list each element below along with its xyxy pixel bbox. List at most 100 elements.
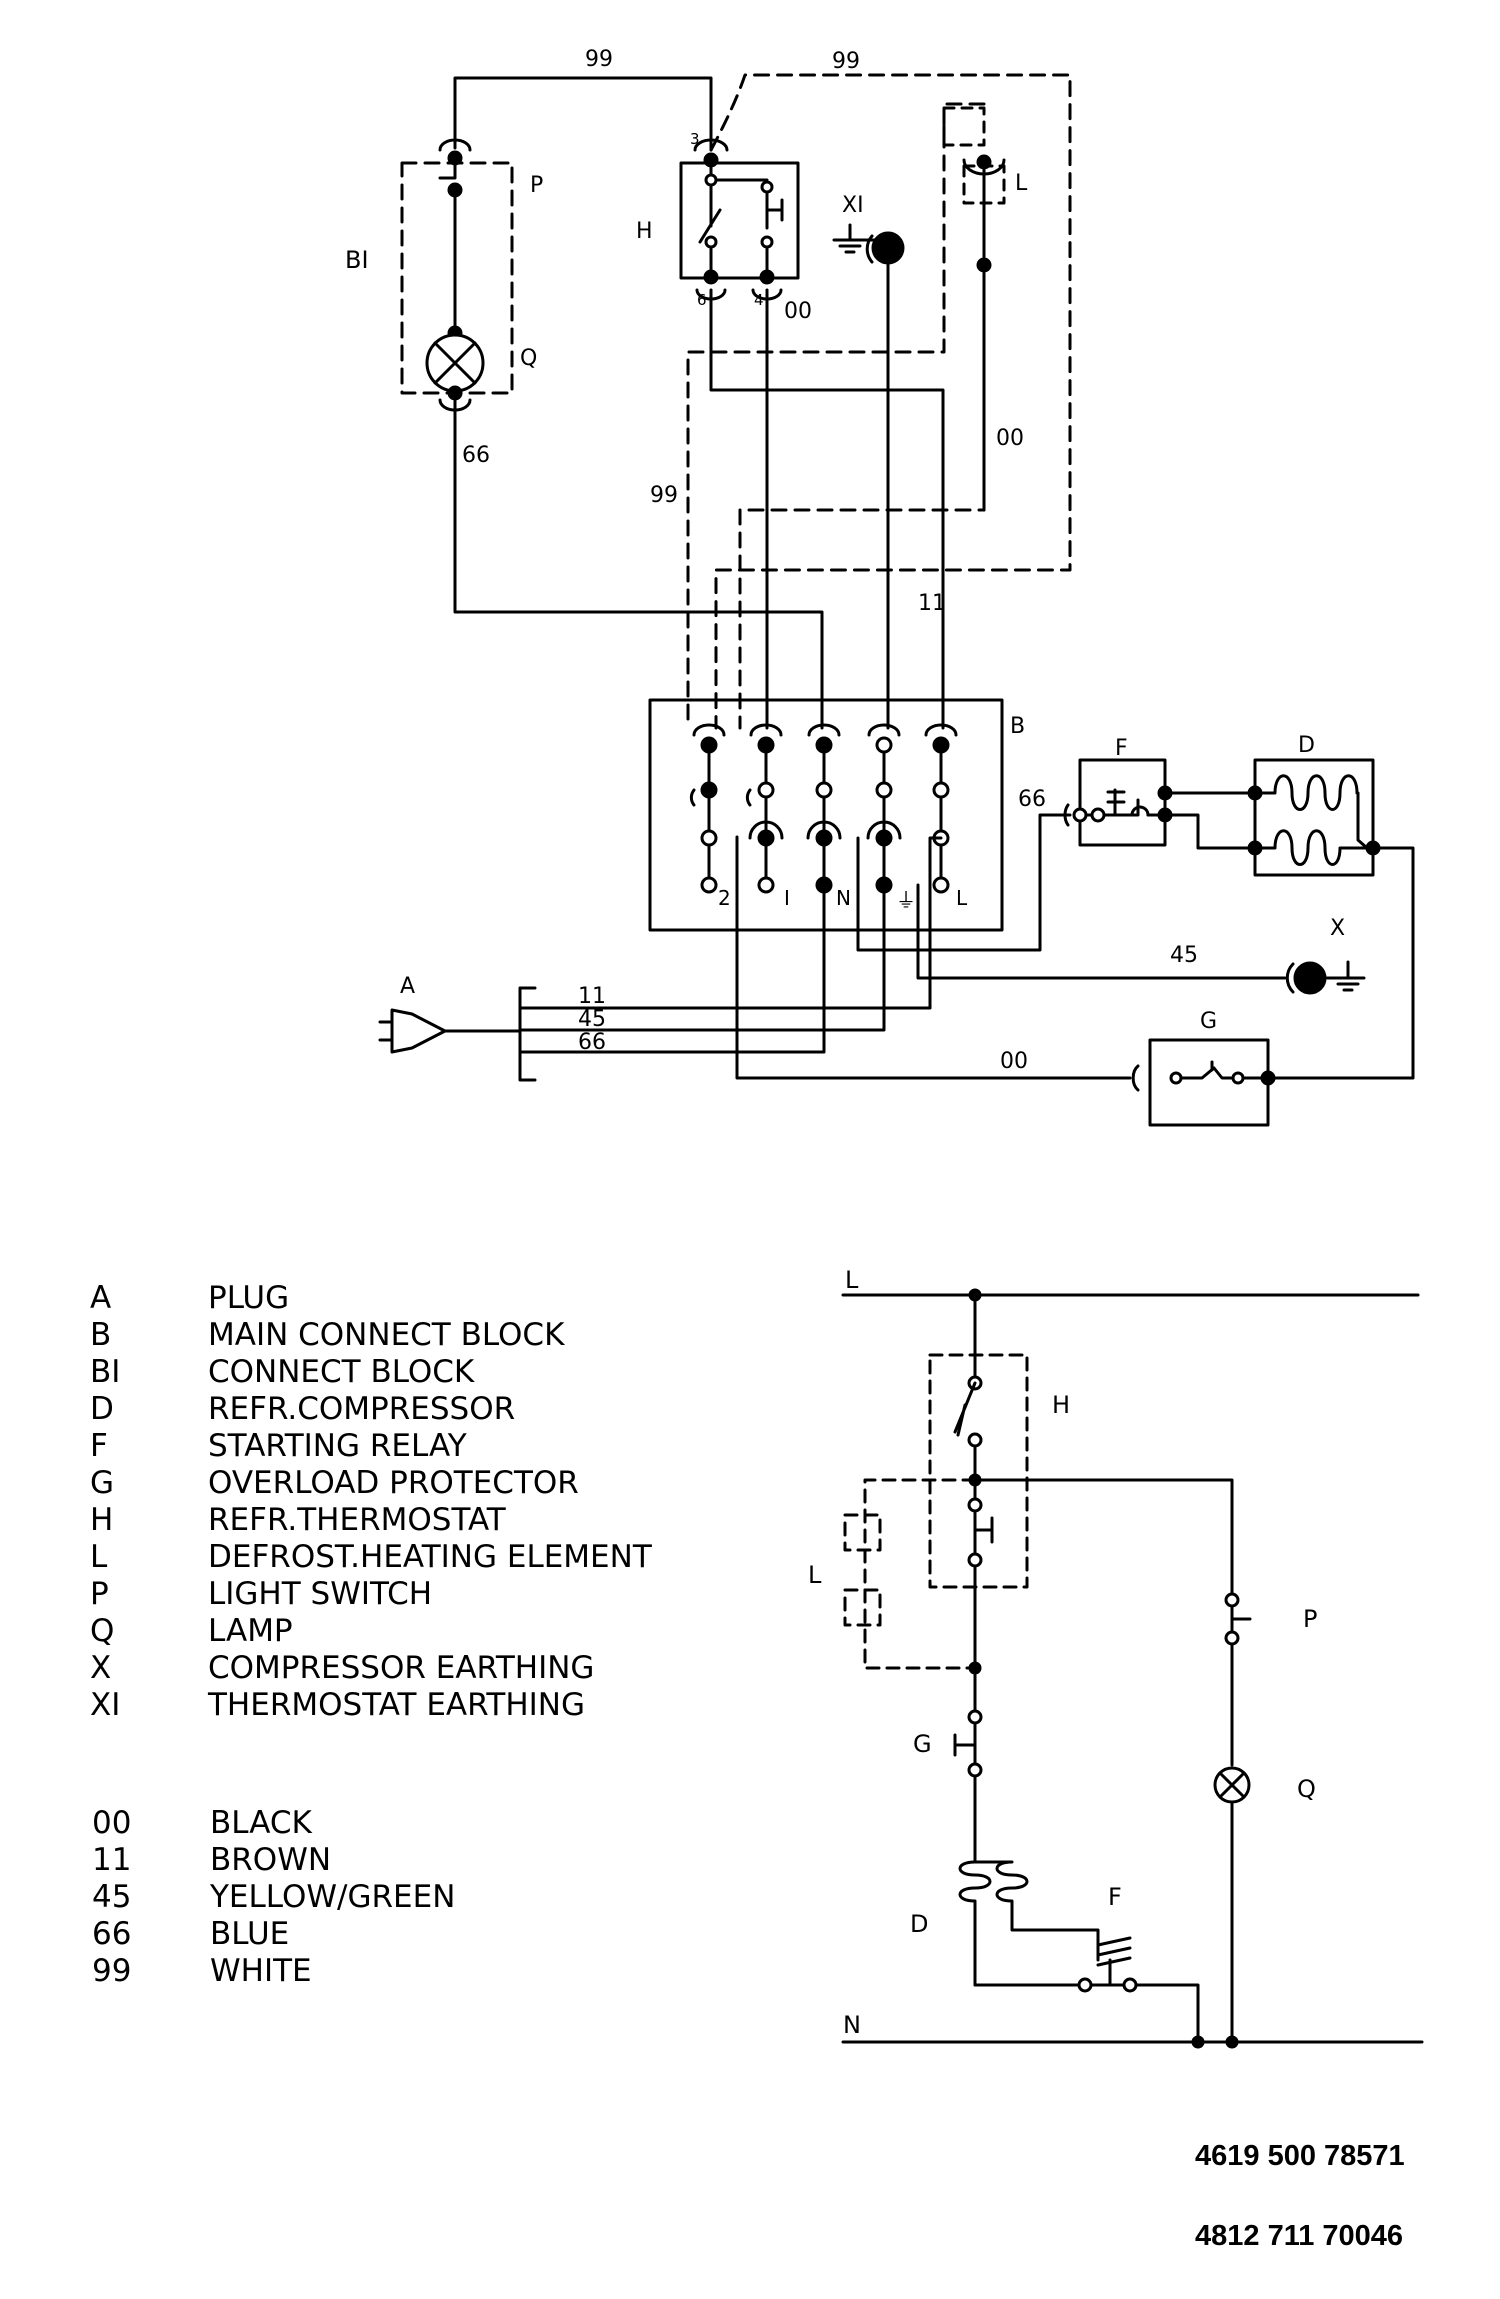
legend-desc: STARTING RELAY [208, 1428, 467, 1464]
block-terminal-earth: ⏚ [896, 888, 916, 912]
legend-row: 99 WHITE [92, 1953, 455, 1990]
block-terminal-n: N [836, 886, 851, 910]
schem-label-g: G [913, 1730, 932, 1758]
wire-code-00-h4: 00 [784, 299, 812, 324]
thermostat-earth-xi [832, 223, 905, 265]
block-col-1 [745, 723, 784, 894]
wire-66-lamp [453, 398, 824, 730]
legend-code: B [90, 1317, 112, 1353]
wire-code-00-g: 00 [1000, 1049, 1028, 1074]
legend-code: L [90, 1539, 108, 1575]
wire-code-99-left: 99 [650, 483, 678, 508]
legend-code: 99 [92, 1953, 132, 1989]
label-l: L [1015, 171, 1028, 196]
schem-label-l: L [808, 1561, 822, 1589]
legend-desc: LAMP [208, 1613, 293, 1649]
legend-row: Q LAMP [90, 1613, 652, 1650]
legend-desc: MAIN CONNECT BLOCK [208, 1317, 565, 1353]
block-col-earth [866, 723, 902, 894]
legend-desc: DEFROST.HEATING ELEMENT [208, 1539, 652, 1575]
legend-code: 66 [92, 1916, 132, 1952]
label-q: Q [520, 346, 537, 371]
label-d: D [1298, 733, 1315, 758]
legend-desc: YELLOW/GREEN [210, 1879, 456, 1915]
legend-row: D REFR.COMPRESSOR [90, 1391, 652, 1428]
wiring-section: BI P Q H XI L B F D X A G 99 99 66 00 00… [345, 47, 1415, 1127]
legend-row: 66 BLUE [92, 1916, 455, 1953]
legend-desc: REFR.COMPRESSOR [208, 1391, 516, 1427]
legend-code: 11 [92, 1842, 132, 1878]
defrost-heater-l [942, 106, 1006, 273]
cable-code-11: 11 [578, 984, 606, 1009]
block-terminal-2: 2 [718, 886, 731, 910]
schem-l-heater [843, 1478, 977, 1670]
legend-row: 00 BLACK [92, 1805, 455, 1842]
legend-desc: OVERLOAD PROTECTOR [208, 1465, 579, 1501]
legend-desc: BLACK [210, 1805, 312, 1841]
legend-desc: BLUE [210, 1916, 290, 1952]
label-h: H [636, 219, 653, 244]
label-bi: BI [345, 246, 369, 274]
wire-45-x [916, 883, 1287, 980]
wire-code-11-right: 11 [918, 591, 946, 616]
h-terminal-3: 3 [690, 130, 700, 148]
wire-code-45-x: 45 [1170, 943, 1198, 968]
label-g: G [1200, 1009, 1217, 1034]
cable-code-45: 45 [578, 1007, 606, 1032]
schem-label-q: Q [1297, 1775, 1316, 1803]
plug-a [378, 986, 537, 1082]
wire-code-66-lamp: 66 [462, 443, 490, 468]
h-terminal-4: 4 [754, 291, 764, 309]
schem-h-box [928, 1353, 1029, 1589]
wire-h6 [709, 288, 945, 730]
legend-desc: BROWN [210, 1842, 332, 1878]
schem-d-start [973, 1860, 1100, 1962]
connect-block-bi [400, 138, 514, 412]
legend-row: 11 BROWN [92, 1842, 455, 1879]
label-b: B [1010, 714, 1025, 739]
label-p: P [530, 173, 543, 198]
wire-66-f [856, 813, 1072, 952]
legend-desc: REFR.THERMOSTAT [208, 1502, 506, 1538]
schem-label-f: F [1108, 1883, 1122, 1911]
legend-code: XI [90, 1687, 121, 1723]
schem-label-line-n: N [843, 2011, 861, 2039]
wire-11-plug [518, 836, 943, 1010]
legend-code: D [90, 1391, 114, 1427]
dashed-wires [686, 73, 1072, 730]
legend-code: P [90, 1576, 109, 1612]
legend-code: BI [90, 1354, 121, 1390]
compressor-earth-x [1285, 960, 1366, 995]
schem-d-run [958, 1860, 1112, 1987]
legend-code: Q [90, 1613, 115, 1649]
legend-code: A [90, 1280, 112, 1316]
legend-row: L DEFROST.HEATING ELEMENT [90, 1539, 652, 1576]
legend-code: 00 [92, 1805, 132, 1841]
h-terminal-6: 6 [697, 291, 707, 309]
wire-45-plug [518, 890, 886, 1032]
main-connect-block-b [648, 698, 1004, 932]
legend-desc: LIGHT SWITCH [208, 1576, 433, 1612]
block-terminal-l: L [956, 886, 968, 910]
legend-desc: PLUG [208, 1280, 290, 1316]
part-number-2: 4812 711 70046 [1195, 2220, 1404, 2252]
label-xi: XI [842, 193, 864, 218]
legend-desc: THERMOSTAT EARTHING [208, 1687, 585, 1723]
schem-label-h: H [1052, 1391, 1070, 1419]
legend-code: X [90, 1650, 112, 1686]
block-col-n [806, 723, 842, 894]
block-terminal-1: I [784, 886, 790, 910]
wire-66-plug [518, 890, 826, 1054]
legend-row: A PLUG [90, 1280, 652, 1317]
schem-label-line-l: L [845, 1266, 859, 1294]
label-x: X [1330, 916, 1345, 941]
legend-row: P LIGHT SWITCH [90, 1576, 652, 1613]
legend-desc: WHITE [210, 1953, 312, 1989]
overload-protector-g [1131, 1038, 1276, 1127]
